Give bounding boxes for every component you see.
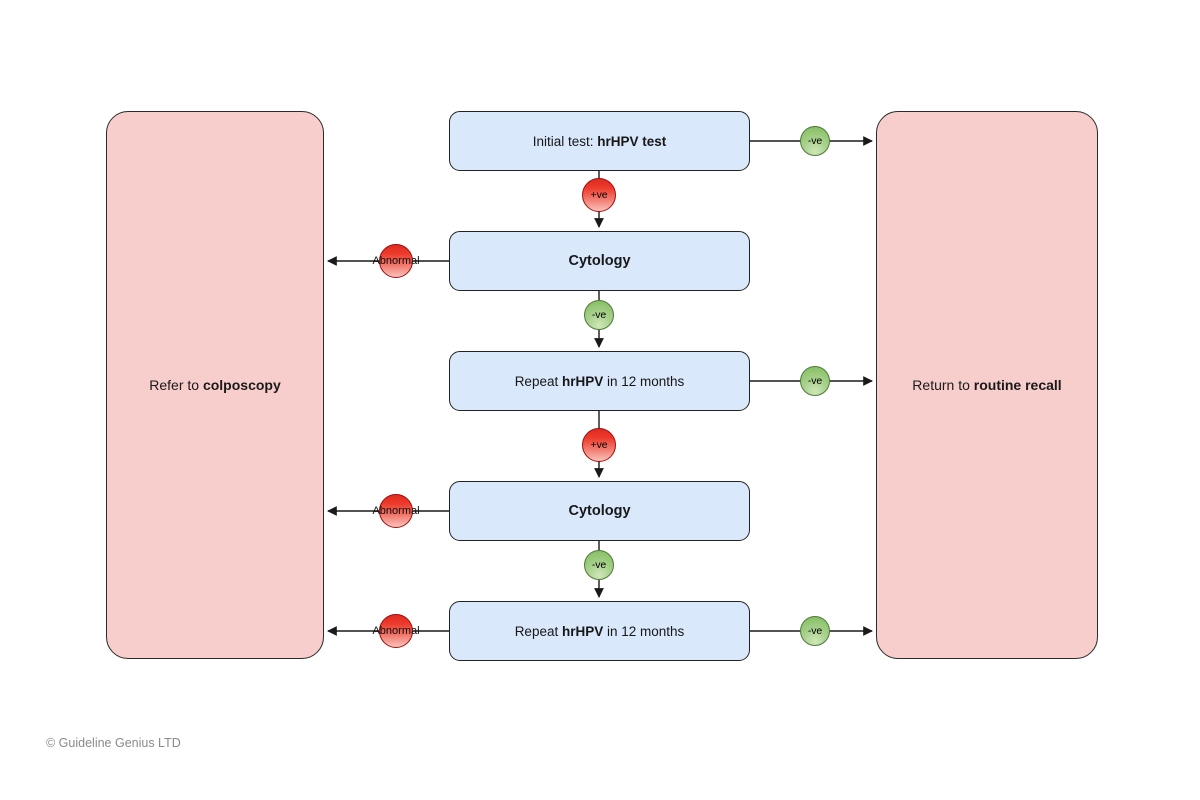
badge-negative-repeat-2[interactable]: -ve (800, 616, 830, 646)
badge-negative-repeat-1[interactable]: -ve (800, 366, 830, 396)
badge-negative-cytology-2[interactable]: -ve (584, 550, 614, 580)
node-repeat-hrhpv-2[interactable]: Repeat hrHPV in 12 months (449, 601, 750, 661)
node-repeat-hrhpv-1[interactable]: Repeat hrHPV in 12 months (449, 351, 750, 411)
node-initial-test-lead: Initial test: (532, 133, 598, 149)
outcome-recall-lead: Return to (912, 376, 974, 393)
node-repeat-1-trail: in 12 months (603, 373, 685, 389)
outcome-colposcopy-label: Refer to colposcopy (149, 376, 281, 395)
badge-positive-initial-test[interactable]: +ve (582, 178, 616, 212)
badge-negative-label: -ve (591, 309, 607, 321)
badge-positive-repeat-1[interactable]: +ve (582, 428, 616, 462)
badge-abnormal-cytology-1[interactable] (379, 244, 413, 278)
badge-abnormal-repeat-2[interactable] (379, 614, 413, 648)
node-cytology-1[interactable]: Cytology (449, 231, 750, 291)
node-cytology-2-label: Cytology (568, 503, 631, 519)
footer-copyright: © Guideline Genius LTD (46, 736, 181, 750)
node-repeat-hrhpv-2-label: Repeat hrHPV in 12 months (515, 624, 685, 639)
badge-negative-label: -ve (807, 375, 823, 387)
outcome-recall-label: Return to routine recall (912, 376, 1061, 395)
outcome-colposcopy-lead: Refer to (149, 376, 203, 393)
node-cytology-2[interactable]: Cytology (449, 481, 750, 541)
node-initial-test-label: Initial test: hrHPV test (533, 134, 667, 149)
node-repeat-2-trail: in 12 months (603, 623, 685, 639)
edge-label-abnormal-cytology-1: Abnormal (372, 255, 420, 267)
node-initial-test[interactable]: Initial test: hrHPV test (449, 111, 750, 171)
outcome-panel-routine-recall[interactable]: Return to routine recall (876, 111, 1098, 659)
node-initial-test-strong: hrHPV test (597, 133, 667, 149)
badge-positive-label: +ve (590, 439, 608, 451)
badge-negative-initial-test[interactable]: -ve (800, 126, 830, 156)
node-repeat-1-strong: hrHPV (561, 373, 604, 389)
node-repeat-1-lead: Repeat (514, 373, 562, 389)
badge-negative-label: -ve (807, 135, 823, 147)
badge-abnormal-cytology-2[interactable] (379, 494, 413, 528)
outcome-panel-colposcopy[interactable]: Refer to colposcopy (106, 111, 324, 659)
badge-negative-label: -ve (807, 625, 823, 637)
node-repeat-2-strong: hrHPV (561, 623, 604, 639)
edge-label-abnormal-cytology-2: Abnormal (372, 505, 420, 517)
node-cytology-1-label: Cytology (568, 253, 631, 269)
badge-positive-label: +ve (590, 189, 608, 201)
edge-label-abnormal-repeat-2: Abnormal (372, 625, 420, 637)
badge-negative-cytology-1[interactable]: -ve (584, 300, 614, 330)
node-repeat-hrhpv-1-label: Repeat hrHPV in 12 months (515, 374, 685, 389)
outcome-recall-strong: routine recall (973, 376, 1062, 393)
badge-negative-label: -ve (591, 559, 607, 571)
node-repeat-2-lead: Repeat (514, 623, 562, 639)
outcome-colposcopy-strong: colposcopy (202, 376, 281, 393)
